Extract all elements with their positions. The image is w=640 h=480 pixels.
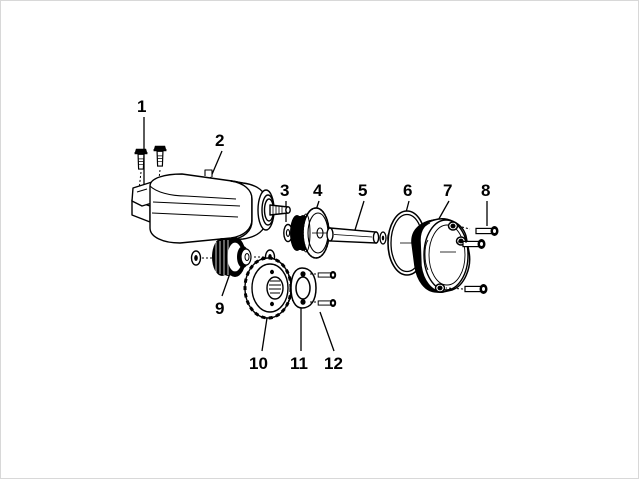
callout-label-10: 10: [249, 354, 268, 373]
callout-label-6: 6: [403, 181, 413, 200]
part-thrust-washer: [283, 223, 293, 243]
callout-leader-5: [354, 200, 365, 231]
callout-label-12: 12: [324, 354, 343, 373]
part-reduction-gear: [290, 207, 330, 259]
callout-label-11: 11: [290, 354, 308, 373]
part-starter-motor: [131, 169, 291, 244]
part-starter-idler-gear: [190, 237, 276, 277]
callout-label-1: 1: [137, 97, 147, 116]
callout-label-9: 9: [215, 299, 225, 318]
callout-leader-10: [261, 317, 268, 352]
callout-label-4: 4: [313, 181, 323, 200]
callout-leader-12: [319, 311, 335, 352]
part-starter-drive-cover: [411, 218, 471, 293]
callout-label-2: 2: [215, 131, 225, 150]
callout-label-3: 3: [280, 181, 290, 200]
callout-label-5: 5: [358, 181, 368, 200]
part-idler-shaft: [326, 227, 380, 244]
callout-label-8: 8: [481, 181, 491, 200]
part-retainer-bolt: [310, 270, 337, 308]
part-cover-bolt: [445, 225, 500, 295]
part-sprocket-retainer-plate: [290, 267, 317, 309]
callout-label-7: 7: [443, 181, 453, 200]
